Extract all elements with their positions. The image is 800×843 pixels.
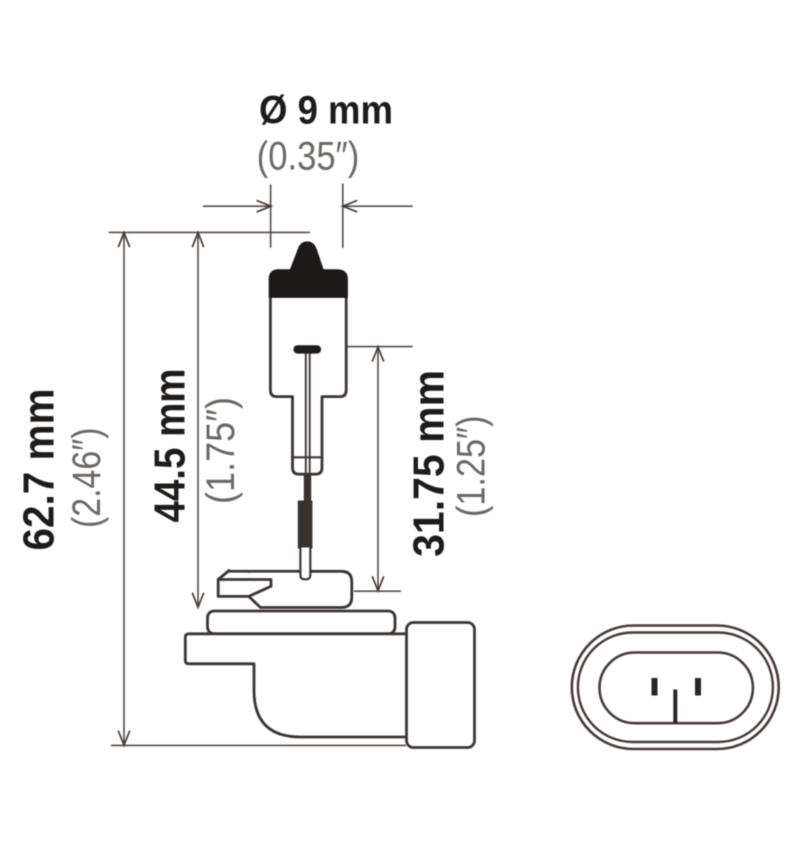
svg-text:(1.75″): (1.75″) [199, 397, 243, 504]
svg-text:(1.25″): (1.25″) [449, 416, 493, 518]
svg-text:Ø 9 mm: Ø 9 mm [259, 89, 393, 133]
svg-text:(2.46″): (2.46″) [65, 428, 109, 529]
svg-text:62.7 mm: 62.7 mm [14, 389, 63, 551]
svg-text:31.75 mm: 31.75 mm [405, 370, 454, 557]
svg-text:44.5 mm: 44.5 mm [146, 369, 195, 523]
svg-text:(0.35″): (0.35″) [257, 135, 360, 179]
